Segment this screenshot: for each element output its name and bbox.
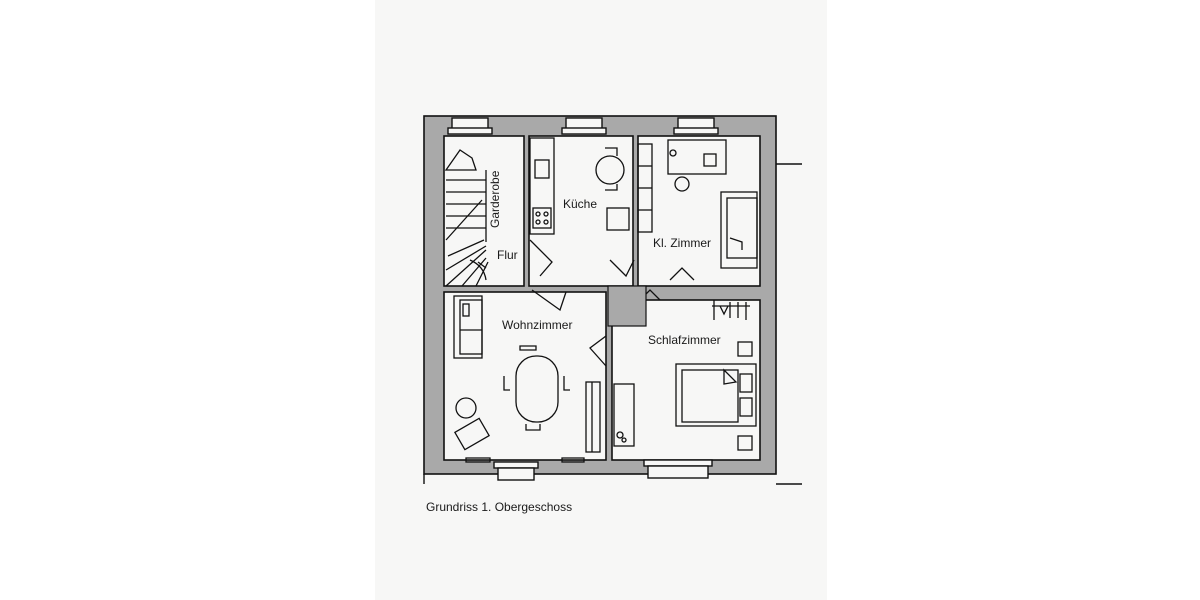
room-label-garderobe: Garderobe <box>488 170 502 228</box>
room-label-wohnzimmer: Wohnzimmer <box>502 318 573 332</box>
room-label-flur: Flur <box>497 248 518 262</box>
room-label-kueche: Küche <box>563 197 598 211</box>
drawing-caption: Grundriss 1. Obergeschoss <box>426 500 573 514</box>
room-label-schlafzimmer: Schlafzimmer <box>648 333 721 347</box>
room-label-kl-zimmer: Kl. Zimmer <box>653 236 711 250</box>
